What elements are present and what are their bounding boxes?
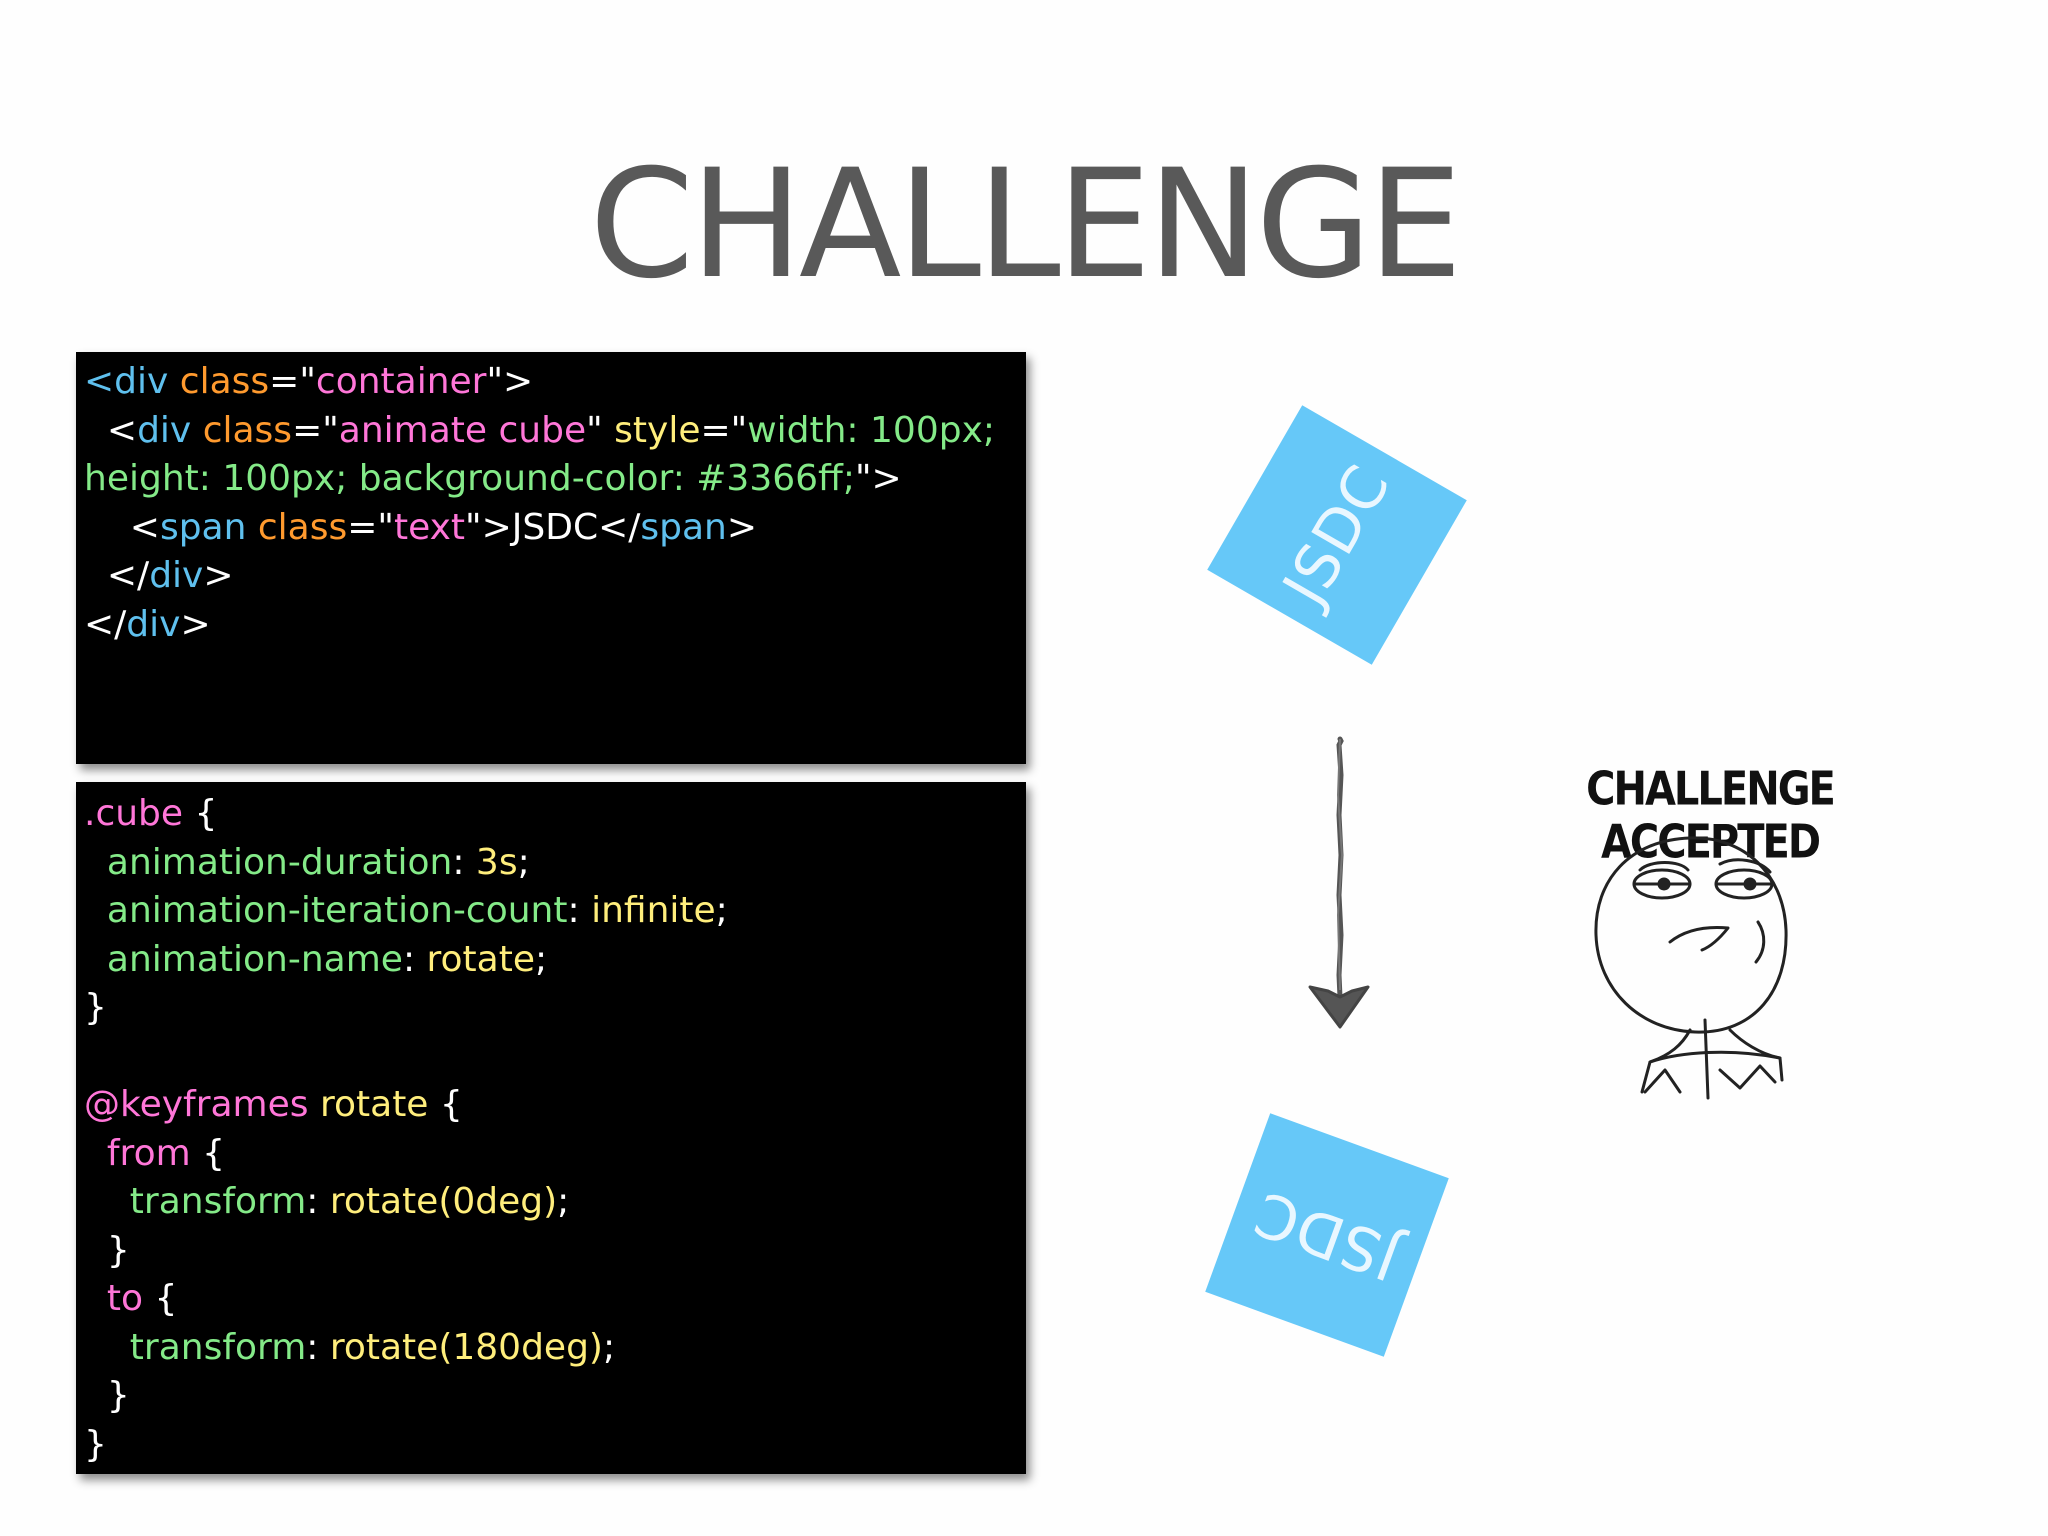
code-token: : [402, 938, 427, 980]
code-token: @keyframes [84, 1084, 309, 1125]
code-token: { [428, 1084, 463, 1125]
code-token: > [203, 555, 234, 596]
code-line: from { [84, 1130, 1026, 1179]
code-line: transform: rotate(0deg); [84, 1178, 1026, 1227]
code-token: infinite [591, 890, 716, 931]
cube-top-label: JSDC [1269, 453, 1405, 617]
code-line: </div> [84, 601, 1026, 650]
code-token: ; [535, 938, 548, 980]
code-token: div [114, 361, 169, 402]
code-token: { [183, 793, 218, 834]
code-token: " [586, 409, 615, 451]
code-token: 3s [475, 841, 518, 883]
code-line: animation-duration: 3s; [84, 839, 1026, 888]
challenge-accepted-face-icon [1594, 836, 1788, 1100]
code-line: <div class="container"> [84, 358, 1026, 407]
code-token: animation-iteration-count [84, 890, 568, 931]
challenge-accepted-meme: CHALLENGE ACCEPTED [1490, 760, 1930, 1100]
code-token: } [84, 1375, 130, 1416]
code-token: class [257, 506, 348, 548]
code-token: } [84, 1229, 130, 1271]
code-token: ; [517, 841, 530, 883]
code-token: width: 100px; [747, 409, 996, 451]
code-line: animation-iteration-count: infinite; [84, 887, 1026, 936]
code-token: span [159, 506, 247, 548]
code-line: to { [84, 1275, 1026, 1324]
code-token: ; [557, 1181, 570, 1222]
code-token [191, 410, 202, 451]
code-token: container [315, 361, 487, 402]
code-token: "> [486, 361, 534, 402]
code-token: </ [84, 603, 127, 645]
code-line: height: 100px; background-color: #3366ff… [84, 455, 1026, 504]
code-line [84, 1033, 1026, 1082]
code-token: ">JSDC</ [465, 506, 641, 548]
code-token: from [84, 1132, 191, 1174]
code-token: class [179, 361, 270, 402]
code-line: animation-name: rotate; [84, 936, 1026, 985]
code-token: style [614, 409, 701, 451]
code-line: } [84, 1372, 1026, 1421]
code-token: transform [84, 1181, 307, 1222]
code-token: ; [715, 890, 728, 931]
code-token: { [190, 1132, 226, 1174]
code-token: height: 100px; background-color: #3366ff… [84, 458, 855, 499]
code-token: </ [84, 555, 150, 596]
code-line: <div class="animate cube" style="width: … [84, 407, 1026, 456]
code-token: { [143, 1278, 178, 1319]
code-line: <span class="text">JSDC</span> [84, 504, 1026, 553]
cube-before-rotation: JSDC [1207, 405, 1467, 665]
code-token [246, 507, 257, 548]
code-token: } [84, 1423, 107, 1465]
code-line: .cube { [84, 790, 1026, 839]
cube-bottom-label: JSDC [1245, 1176, 1409, 1294]
code-token: : [306, 1326, 330, 1368]
code-token: div [149, 555, 204, 596]
code-token: < [84, 361, 115, 402]
code-line: } [84, 1421, 1026, 1470]
code-line: @keyframes rotate { [84, 1081, 1026, 1130]
code-token: < [84, 506, 160, 548]
code-token: to [84, 1278, 144, 1319]
html-code-block: <div class="container"> <div class="anim… [76, 352, 1026, 764]
code-token: class [202, 409, 293, 451]
code-token: rotate [319, 1084, 429, 1125]
code-line: } [84, 1227, 1026, 1276]
css-code-block: .cube { animation-duration: 3s; animatio… [76, 782, 1026, 1474]
code-token: .cube [84, 793, 184, 834]
code-token: : [306, 1181, 330, 1222]
code-line: } [84, 984, 1026, 1033]
code-line: transform: rotate(180deg); [84, 1324, 1026, 1373]
code-token: "> [854, 458, 902, 499]
code-token: > [180, 603, 211, 645]
code-token: < [84, 409, 138, 451]
code-token: animation-duration [84, 841, 453, 883]
down-arrow-icon [1308, 736, 1370, 1029]
code-token: =" [269, 361, 316, 402]
code-token: =" [700, 409, 748, 451]
code-token: animation-name [84, 938, 403, 980]
code-token [168, 361, 179, 402]
code-token: rotate [426, 938, 535, 980]
code-token: =" [292, 409, 339, 451]
code-token [309, 1084, 320, 1125]
code-token: span [640, 506, 727, 548]
code-token: div [126, 603, 181, 645]
slide-title: CHALLENGE [589, 138, 1462, 312]
code-token: div [137, 409, 192, 451]
code-line: </div> [84, 552, 1026, 601]
cube-after-rotation: JSDC [1205, 1113, 1449, 1357]
code-token: ; [602, 1326, 616, 1368]
code-token: rotate(0deg) [329, 1181, 558, 1222]
code-token: animate cube [338, 409, 587, 451]
code-token: : [452, 841, 476, 883]
code-token: transform [84, 1326, 307, 1368]
meme-caption: CHALLENGE ACCEPTED [1586, 763, 1836, 869]
code-token: : [567, 890, 592, 931]
code-token: text [393, 506, 466, 548]
code-token: } [84, 987, 107, 1028]
code-token: > [726, 506, 758, 548]
code-token: rotate(180deg) [329, 1326, 603, 1368]
code-token: =" [347, 506, 394, 548]
